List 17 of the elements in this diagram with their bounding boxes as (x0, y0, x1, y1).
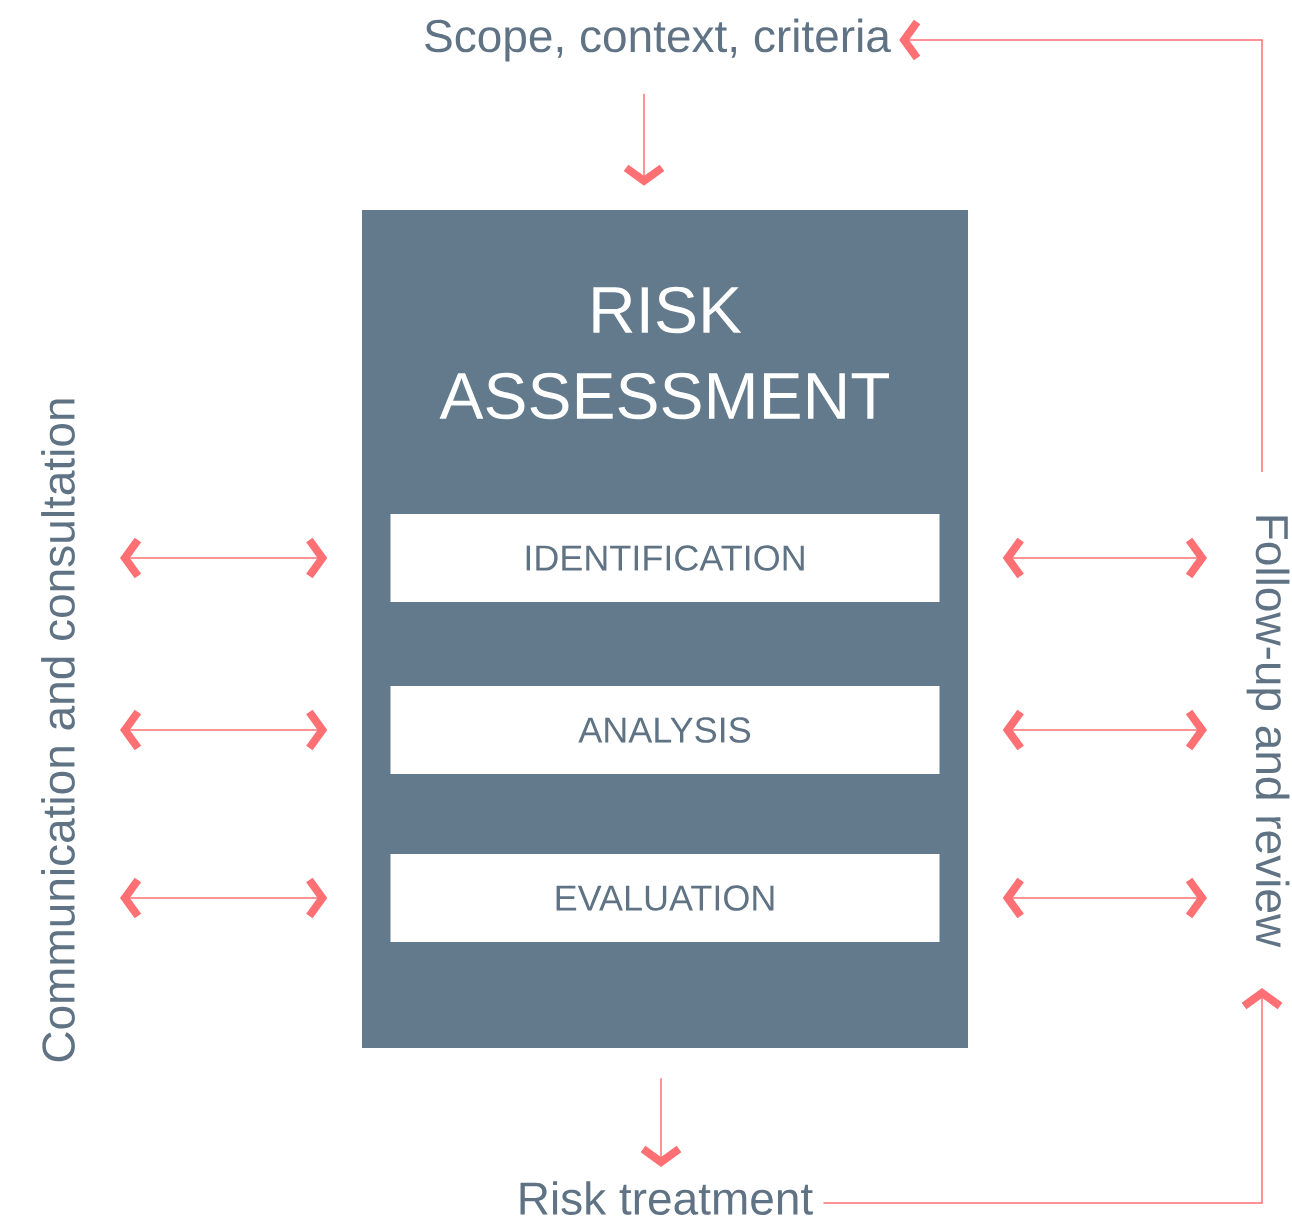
heading: Scope, context, criteria (425, 18, 891, 62)
step-box: EVALUATION (390, 854, 940, 942)
arrow (640, 1077, 682, 1167)
arrow (623, 92, 665, 186)
heading: Risk treatment (520, 1181, 813, 1215)
side-label: Follow-up and review (1246, 516, 1290, 948)
step-box: ANALYSIS (390, 686, 940, 774)
arrow (822, 988, 1283, 1204)
arrow (899, 19, 1263, 473)
arrow (120, 877, 328, 919)
arrow (1002, 709, 1207, 751)
arrow (120, 537, 328, 579)
side-label: Communication and consultation (41, 399, 75, 1062)
arrow (1002, 537, 1207, 579)
step-box: IDENTIFICATION (390, 514, 940, 602)
arrow (1002, 877, 1207, 919)
arrow (120, 709, 328, 751)
